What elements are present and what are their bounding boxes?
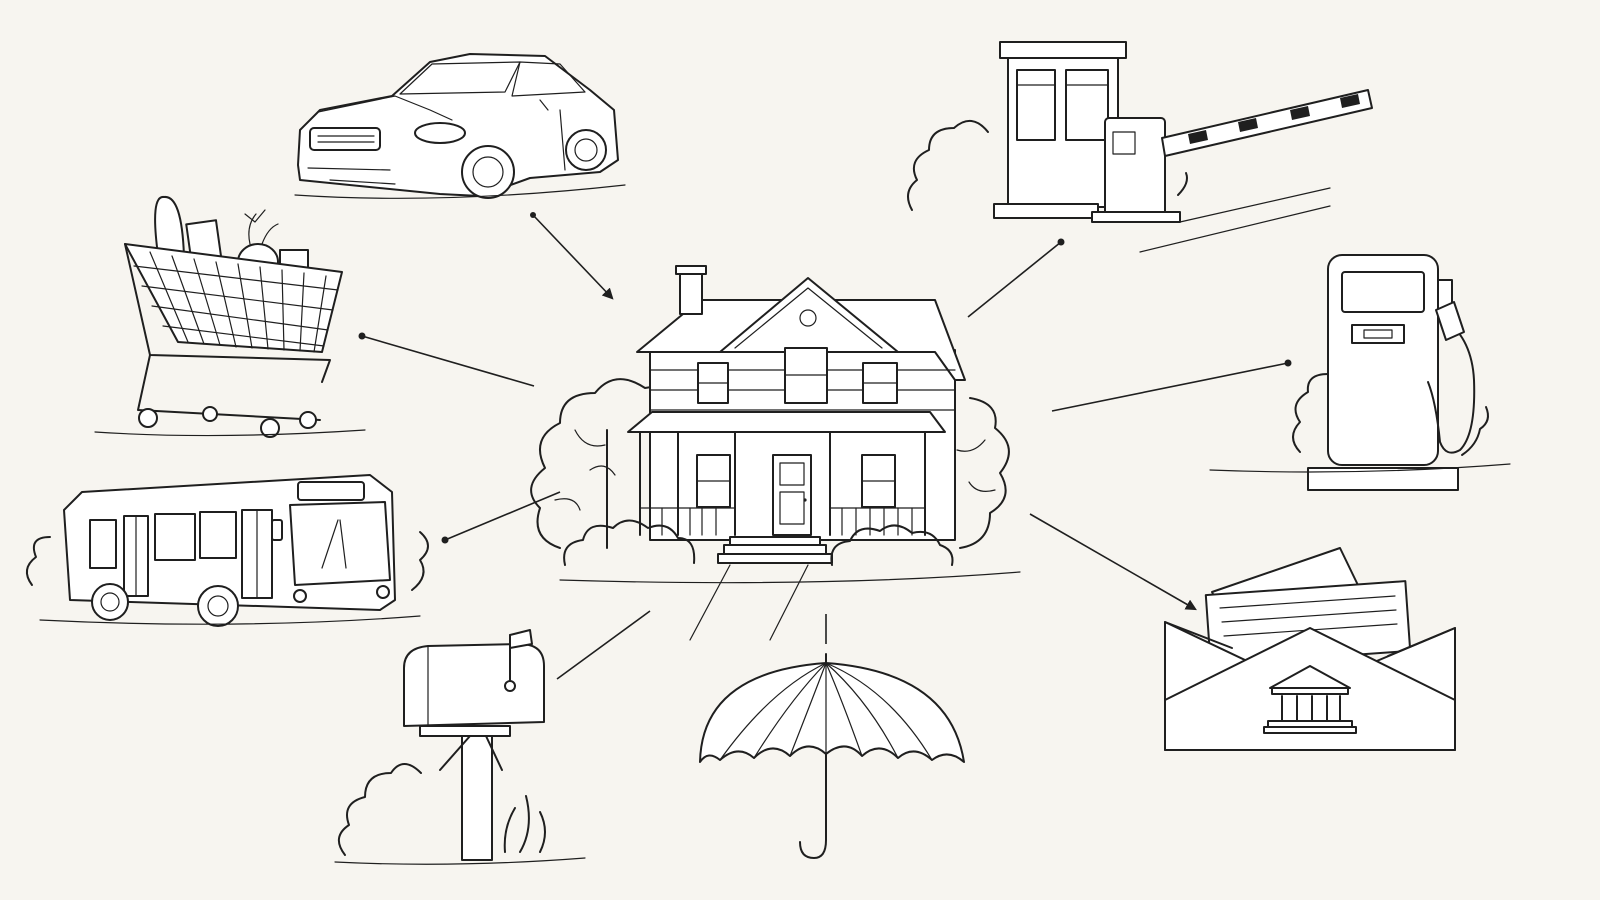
connector-bank-envelope: [1029, 513, 1197, 611]
fuel-pump-icon: [1209, 254, 1511, 491]
connector-fuel-pump: [1051, 362, 1289, 412]
umbrella-icon: [699, 653, 965, 859]
connector-bus: [444, 491, 561, 541]
connector-toll-booth: [967, 241, 1062, 318]
connectors: [358, 212, 1292, 680]
connector-mailbox: [556, 610, 651, 680]
connector-car: [532, 214, 614, 300]
house-icon: [530, 265, 1021, 641]
toll-booth-icon: [907, 41, 1373, 253]
bank-envelope-icon: [1164, 547, 1456, 751]
connector-shopping-cart: [361, 335, 535, 387]
shopping-cart-icon: [94, 196, 366, 438]
mailbox-icon: [334, 629, 586, 865]
bus-icon: [25, 474, 429, 627]
car-icon: [294, 53, 626, 199]
